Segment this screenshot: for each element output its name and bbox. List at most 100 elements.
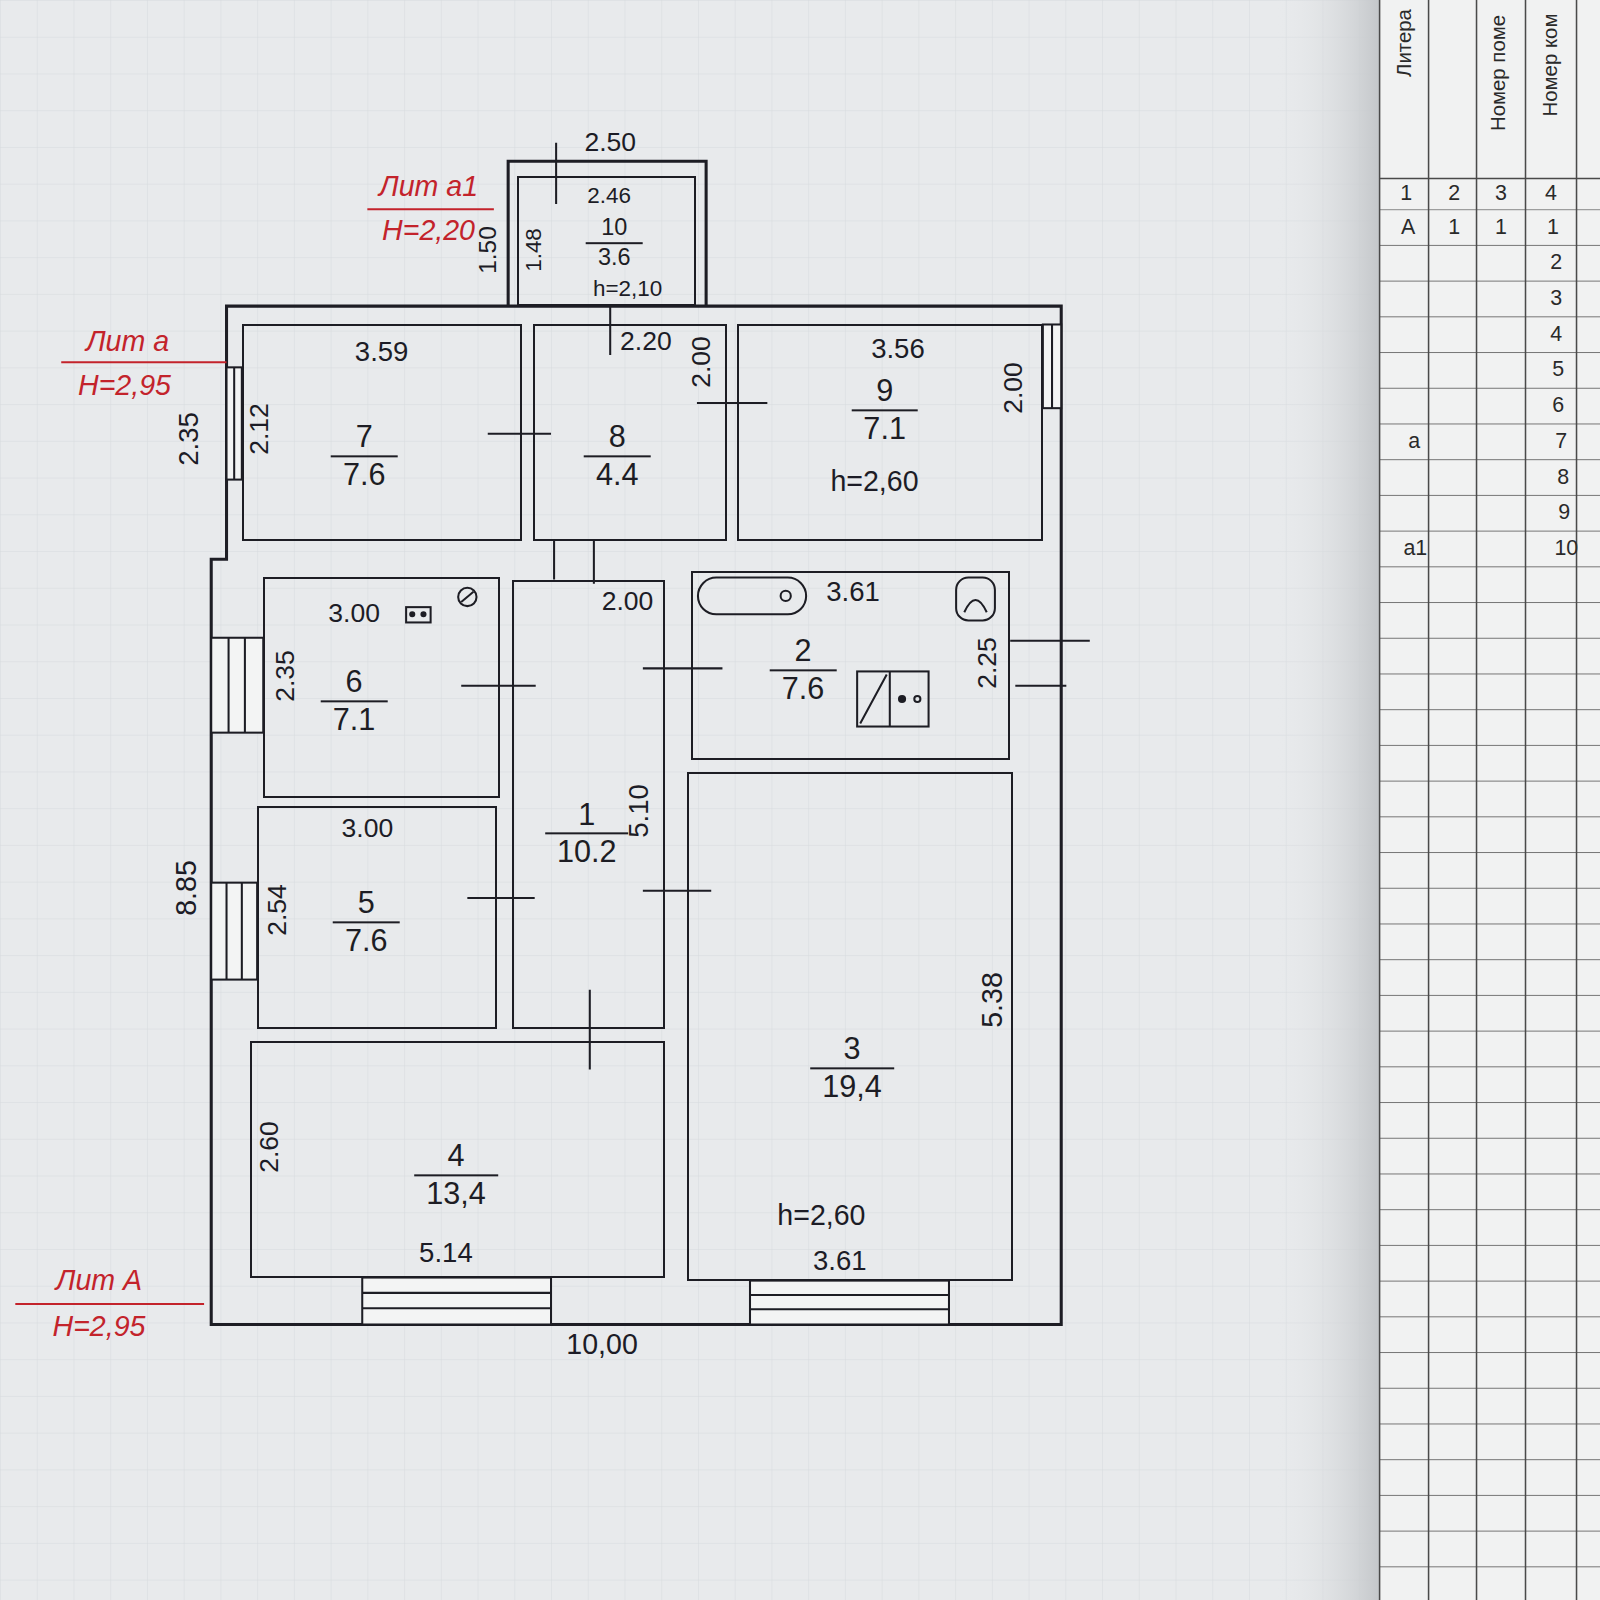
table-paper [1380,0,1600,1600]
room-number: 1 [545,798,629,833]
room-label: 110.2 [545,798,629,869]
dimension-label: h=2,60 [777,1201,865,1232]
window-symbol [750,1281,949,1325]
room-area: 7.6 [333,921,400,958]
annex-outline [508,161,706,306]
leader-underline [15,209,494,1304]
room-area: 3.6 [586,242,643,271]
dimension-label: 3.00 [342,814,394,843]
table-cell: 10 [1554,537,1578,561]
table-cell: 6 [1552,394,1564,418]
table-header: Номер поме [1487,15,1509,131]
literal-label: Н=2,20 [382,215,475,246]
room-number: 5 [333,887,400,922]
room-area: 7.6 [770,669,837,706]
literal-label: Лит а [86,326,169,357]
dimension-label: 3.59 [355,337,409,367]
table-cell: А [1401,216,1415,240]
sink-symbol [914,696,920,702]
room-area: 13,4 [414,1174,498,1211]
table-cell: 4 [1550,323,1562,347]
table-header: Литера [1393,9,1415,77]
window-symbol [233,367,235,479]
paper-grid [0,0,1380,1600]
window-symbol [227,367,242,479]
room-number: 9 [851,375,918,410]
room-number: 8 [584,420,651,455]
room-number: 3 [810,1033,894,1068]
dimension-label: 3.00 [328,600,380,629]
table-cell: 4 [1545,182,1557,206]
windows [211,324,1061,1324]
table-cell: 3 [1495,182,1507,206]
window-symbol [1051,324,1053,408]
dimension-label: 2.46 [587,184,631,209]
dimension-label: 1.50 [474,226,501,274]
dimension-label: 2.20 [620,327,672,356]
room-label: 97.1 [851,375,918,446]
page-gutter [1276,0,1380,1600]
sink-symbol [860,671,890,726]
dimension-label: h=2,60 [830,466,918,497]
table-cell: а [1408,430,1420,454]
dimension-label: 2.35 [174,412,204,466]
dimension-label: 5.10 [624,784,654,838]
sink-symbol [899,696,905,702]
door-marks [461,143,1090,1070]
room-number: 4 [414,1140,498,1175]
table-cell: 1 [1547,216,1559,240]
dimension-label: 1.48 [521,228,546,272]
dimension-label: 2.54 [263,884,292,936]
literal-label: Н=2,95 [78,370,171,401]
dimension-label: 2.00 [687,336,716,388]
window-symbol [1043,324,1061,408]
dimension-label: h=2,10 [593,276,662,301]
room-area: 10.2 [545,833,629,870]
heater-symbol [458,588,476,606]
literal-label: Н=2,95 [53,1311,146,1342]
room-number: 6 [321,665,388,700]
dimension-label: 5.14 [419,1238,473,1268]
table-cell: 3 [1550,287,1562,311]
room-label: 103.6 [586,215,643,271]
room-label: 27.6 [770,635,837,706]
room-area: 7.6 [331,455,398,492]
room-number: 7 [331,420,398,455]
table-header: Номер ком [1539,14,1561,117]
dimension-label: 3.56 [871,334,925,364]
stove-symbol [421,612,425,616]
dimension-label: 3.61 [826,577,880,607]
dimension-label: 2.60 [256,1121,285,1173]
window-symbol [750,1295,949,1309]
dimension-label: 2.50 [584,128,636,157]
window-symbol [362,1293,551,1308]
dimension-label: 3.61 [813,1246,867,1276]
bathtub-drain [781,591,791,601]
bathtub-symbol [698,578,806,615]
dimension-label: 5.38 [977,972,1008,1028]
window-symbol [211,638,263,733]
room-label: 84.4 [584,420,651,491]
stove-symbol [406,607,430,622]
table-cell: 7 [1555,430,1567,454]
room-label: 57.6 [333,887,400,958]
window-symbol [211,883,257,980]
room-label: 413,4 [414,1140,498,1211]
heater-symbol [461,592,473,602]
dimension-label: 2.00 [602,587,654,616]
window-symbol [227,883,242,980]
room-label: 77.6 [331,420,398,491]
literal-label: Лит а1 [379,171,478,202]
room-area: 7.1 [321,700,388,737]
dimension-label: 2.12 [246,403,275,455]
dimension-label: 10,00 [566,1329,637,1360]
table-cell: 8 [1557,466,1569,490]
room-number: 10 [586,215,643,242]
room-label: 67.1 [321,665,388,736]
dimension-label: 2.00 [1000,362,1029,414]
table-cell: а1 [1403,537,1427,561]
table-cell: 5 [1552,359,1564,383]
